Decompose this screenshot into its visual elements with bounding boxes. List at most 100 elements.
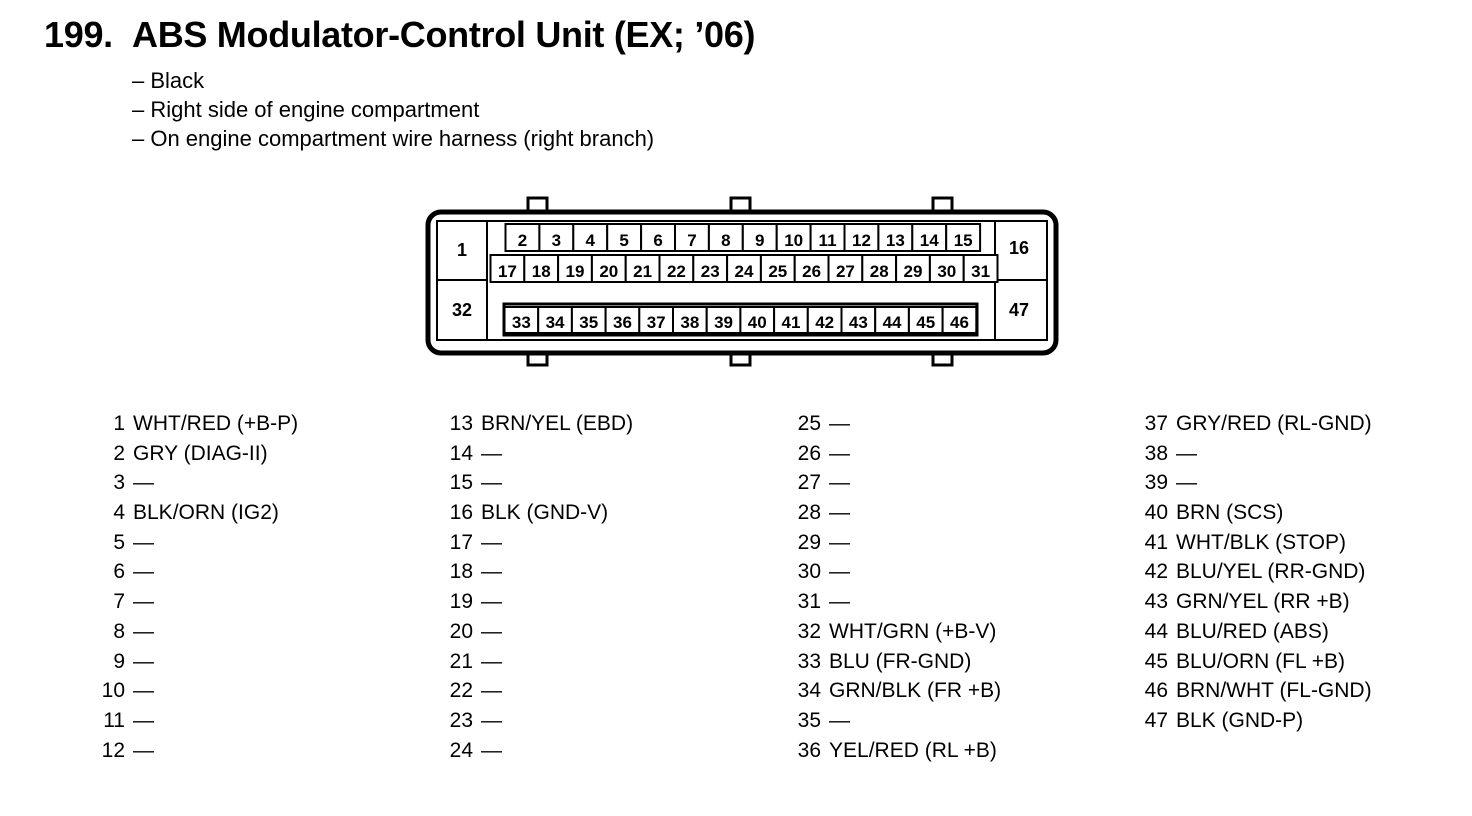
wire-description: GRY/RED (RL-GND) (1176, 412, 1372, 435)
pin-number: 40 (1144, 501, 1168, 525)
cavity-7 (674, 223, 710, 252)
cavity-19 (557, 254, 593, 283)
wire-description: — (829, 708, 850, 732)
pin-number: 46 (1144, 679, 1168, 703)
wire-description: — (481, 679, 502, 703)
component-title: ABS Modulator-Control Unit (EX; ’06) (132, 14, 756, 55)
pin-label-32: 32 (452, 300, 472, 320)
wire-description: BRN (SCS) (1176, 501, 1284, 525)
pin-number: 36 (797, 738, 821, 762)
cavity-1 (436, 220, 488, 281)
pin-number: 12 (101, 738, 125, 762)
pin-label-43: 43 (849, 313, 868, 332)
pin-number: 2 (113, 441, 125, 465)
pin-label-25: 25 (768, 262, 787, 281)
pin-label-17: 17 (498, 262, 517, 281)
cavity-31 (962, 254, 999, 283)
pin-label-13: 13 (886, 231, 905, 250)
pin-number: 22 (449, 679, 473, 703)
cavity-4 (572, 223, 609, 252)
pin-number: 25 (797, 412, 821, 435)
cavity-44 (874, 306, 910, 334)
pin-number: 39 (1144, 471, 1168, 495)
pin-label-44: 44 (883, 313, 902, 332)
pin-number: 26 (797, 441, 821, 465)
pin-label-34: 34 (546, 313, 565, 332)
wire-description: — (829, 590, 850, 614)
wire-description: BRN/YEL (EBD) (481, 412, 634, 435)
wire-description: — (133, 708, 154, 732)
wire-description: — (133, 619, 154, 643)
pin-number: 10 (101, 679, 125, 703)
pin-number: 20 (449, 619, 473, 643)
wire-description: BLK (GND-V) (481, 501, 609, 525)
wire-description: — (829, 412, 850, 435)
wire-description: — (1176, 441, 1197, 465)
pin-label-38: 38 (680, 313, 699, 332)
wire-description: — (481, 738, 502, 762)
pin-label-46: 46 (950, 313, 969, 332)
cavity-14 (911, 223, 948, 252)
cavity-47 (994, 279, 1048, 341)
pin-label-7: 7 (687, 231, 696, 250)
pin-label-18: 18 (532, 262, 551, 281)
wire-description: — (829, 471, 850, 495)
cavity-32 (436, 279, 488, 341)
cavity-15 (945, 223, 982, 252)
pin-label-9: 9 (755, 231, 764, 250)
wire-description: — (829, 560, 850, 584)
pin-number: 1 (113, 412, 125, 435)
pin-number: 27 (797, 471, 821, 495)
pin-label-40: 40 (748, 313, 767, 332)
cavity-2 (504, 223, 541, 252)
cavity-33 (503, 306, 540, 334)
cavity-35 (570, 306, 607, 334)
wire-description: GRN/YEL (RR +B) (1176, 590, 1350, 614)
cavity-24 (726, 254, 762, 283)
wire-description: — (829, 441, 850, 465)
cavity-34 (537, 306, 573, 334)
wire-description: BLK (GND-P) (1176, 708, 1304, 732)
cavity-43 (840, 306, 877, 334)
pin-number: 24 (449, 738, 473, 762)
pin-label-21: 21 (633, 262, 652, 281)
pin-number: 38 (1144, 441, 1168, 465)
wire-description: — (133, 649, 154, 673)
wire-description: — (481, 471, 502, 495)
wire-description: BLK/ORN (IG2) (133, 501, 279, 525)
wire-description: — (133, 738, 154, 762)
pin-label-4: 4 (586, 231, 596, 250)
pin-number: 23 (449, 708, 473, 732)
pin-number: 11 (103, 708, 125, 732)
wire-description: — (481, 530, 502, 554)
pin-number: 14 (449, 441, 473, 465)
pin-label-22: 22 (667, 262, 686, 281)
pin-number: 43 (1144, 590, 1168, 614)
pin-label-15: 15 (954, 231, 973, 250)
wire-description: — (133, 590, 154, 614)
pin-label-33: 33 (512, 313, 531, 332)
pin-label-36: 36 (613, 313, 632, 332)
note-harness: – On engine compartment wire harness (ri… (132, 126, 655, 151)
section-number: 199. (44, 14, 113, 55)
pin-label-11: 11 (819, 231, 837, 250)
pin-number: 21 (449, 649, 473, 673)
pin-number: 45 (1144, 649, 1168, 673)
pin-label-35: 35 (579, 313, 598, 332)
pin-label-39: 39 (714, 313, 733, 332)
pin-label-30: 30 (937, 262, 956, 281)
pin-label-37: 37 (647, 313, 666, 332)
wire-description: — (133, 560, 154, 584)
pin-number: 3 (113, 471, 125, 495)
pin-number: 9 (113, 649, 125, 673)
wire-description: WHT/RED (+B-P) (133, 412, 299, 435)
pin-label-1: 1 (457, 240, 467, 260)
pin-label-31: 31 (971, 262, 990, 281)
pin-number: 18 (449, 560, 473, 584)
cavity-12 (843, 223, 880, 252)
pin-number: 17 (449, 530, 473, 554)
pin-label-45: 45 (916, 313, 935, 332)
